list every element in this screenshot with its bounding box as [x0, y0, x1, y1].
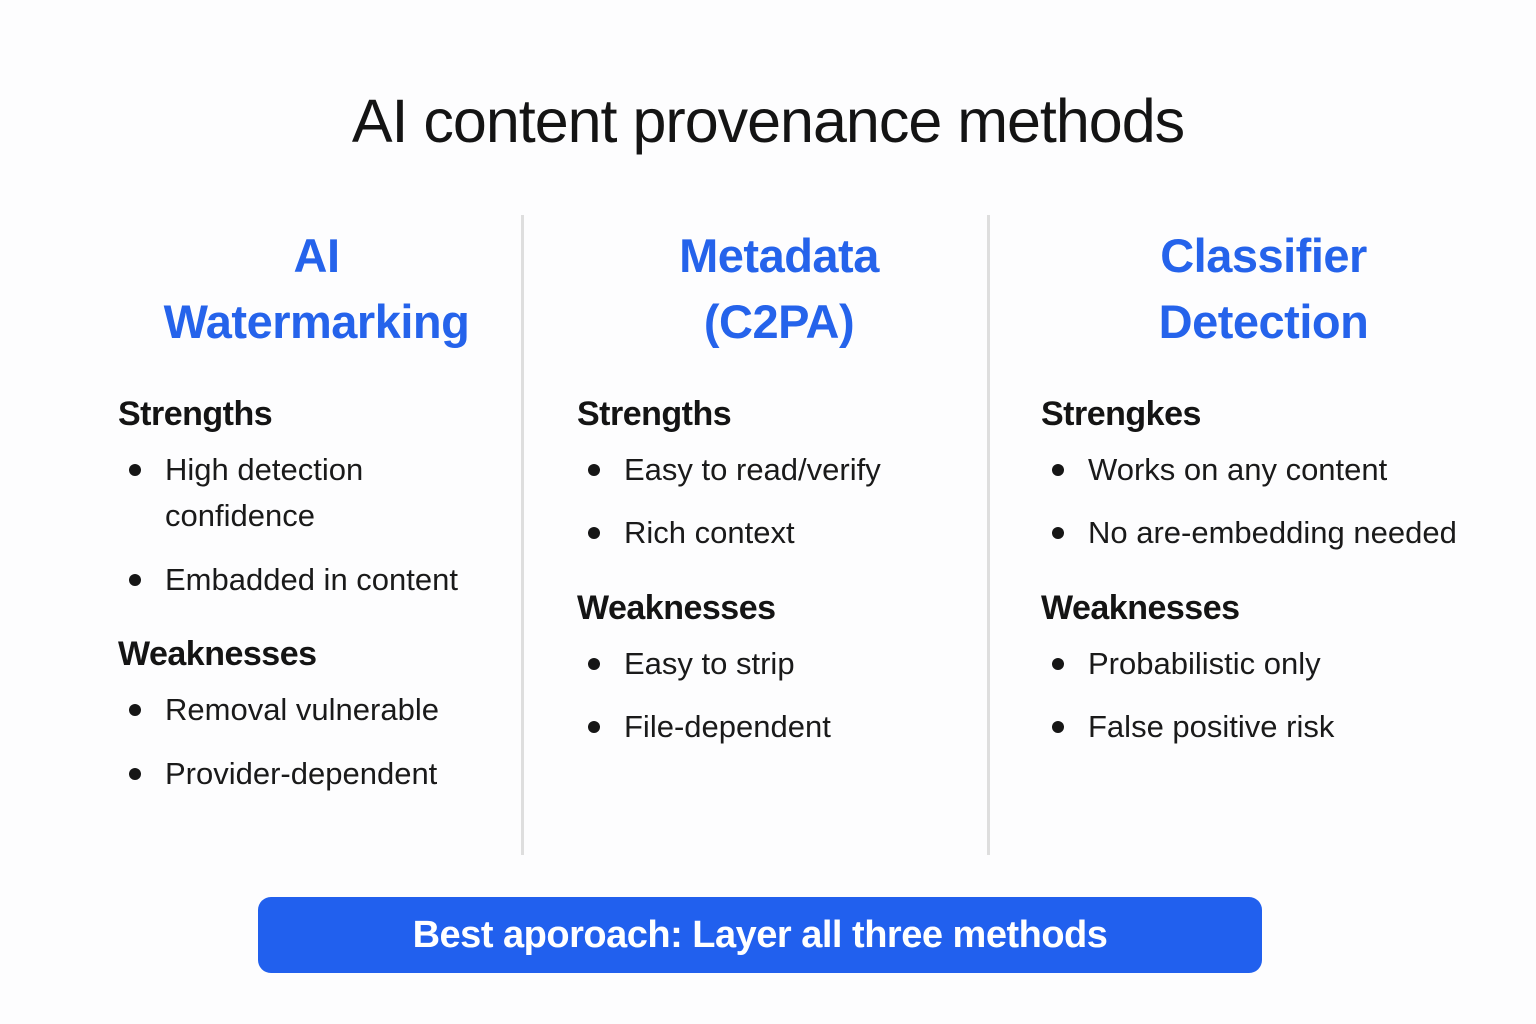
bullet-list: High detection confidence Embadded in co… — [118, 447, 515, 604]
section-heading-weaknesses: Weaknesses — [118, 635, 317, 674]
section-heading-strengths: Strengths — [118, 394, 273, 433]
column-header-ai-watermarking: AI Watermarking — [163, 229, 470, 348]
list-item: File-dependent — [577, 704, 981, 751]
list-item: Provider-dependent — [118, 751, 515, 798]
list-item: Easy to strip — [577, 641, 981, 688]
list-item: Probabilistic only — [1041, 641, 1486, 688]
section-heading-strengths: Strengkes — [1041, 394, 1201, 433]
list-item: No are-embedding needed — [1041, 510, 1486, 557]
strengths-section: Strengkes Works on any content No are-em… — [1041, 395, 1486, 557]
list-item: Works on any content — [1041, 447, 1486, 494]
column-metadata-c2pa: Metadata (C2PA) Strengths Easy to read/v… — [521, 215, 987, 855]
bullet-list: Removal vulnerable Provider-dependent — [118, 687, 515, 797]
best-approach-banner: Best aporoach: Layer all three methods — [258, 897, 1262, 973]
bullet-list: Works on any content No are-embedding ne… — [1041, 447, 1486, 557]
bullet-list: Probabilistic only False positive risk — [1041, 641, 1486, 751]
weaknesses-section: Weaknesses Removal vulnerable Provider-d… — [118, 635, 515, 797]
list-item: Embadded in content — [118, 557, 515, 604]
bullet-list: Easy to read/verify Rich context — [577, 447, 981, 557]
column-classifier-detection: Classifier Detection Strengkes Works on … — [987, 215, 1490, 855]
page-title: AI content provenance methods — [351, 87, 1185, 155]
list-item: Removal vulnerable — [118, 687, 515, 734]
section-heading-weaknesses: Weaknesses — [577, 588, 776, 627]
section-heading-strengths: Strengths — [577, 394, 732, 433]
bullet-list: Easy to strip File-dependent — [577, 641, 981, 751]
column-header-metadata-c2pa: Metadata (C2PA) — [679, 229, 879, 348]
strengths-section: Strengths High detection confidence Emba… — [118, 395, 515, 604]
list-item: False positive risk — [1041, 704, 1486, 751]
list-item: Easy to read/verify — [577, 447, 981, 494]
comparison-columns: AI Watermarking Strengths High detection… — [60, 215, 1490, 855]
weaknesses-section: Weaknesses Easy to strip File-dependent — [577, 589, 981, 751]
column-header-classifier-detection: Classifier Detection — [1158, 229, 1369, 348]
section-heading-weaknesses: Weaknesses — [1041, 588, 1240, 627]
list-item: High detection confidence — [118, 447, 515, 540]
column-ai-watermarking: AI Watermarking Strengths High detection… — [60, 215, 521, 855]
banner-label: Best aporoach: Layer all three methods — [412, 913, 1108, 956]
weaknesses-section: Weaknesses Probabilistic only False posi… — [1041, 589, 1486, 751]
list-item: Rich context — [577, 510, 981, 557]
strengths-section: Strengths Easy to read/verify Rich conte… — [577, 395, 981, 557]
